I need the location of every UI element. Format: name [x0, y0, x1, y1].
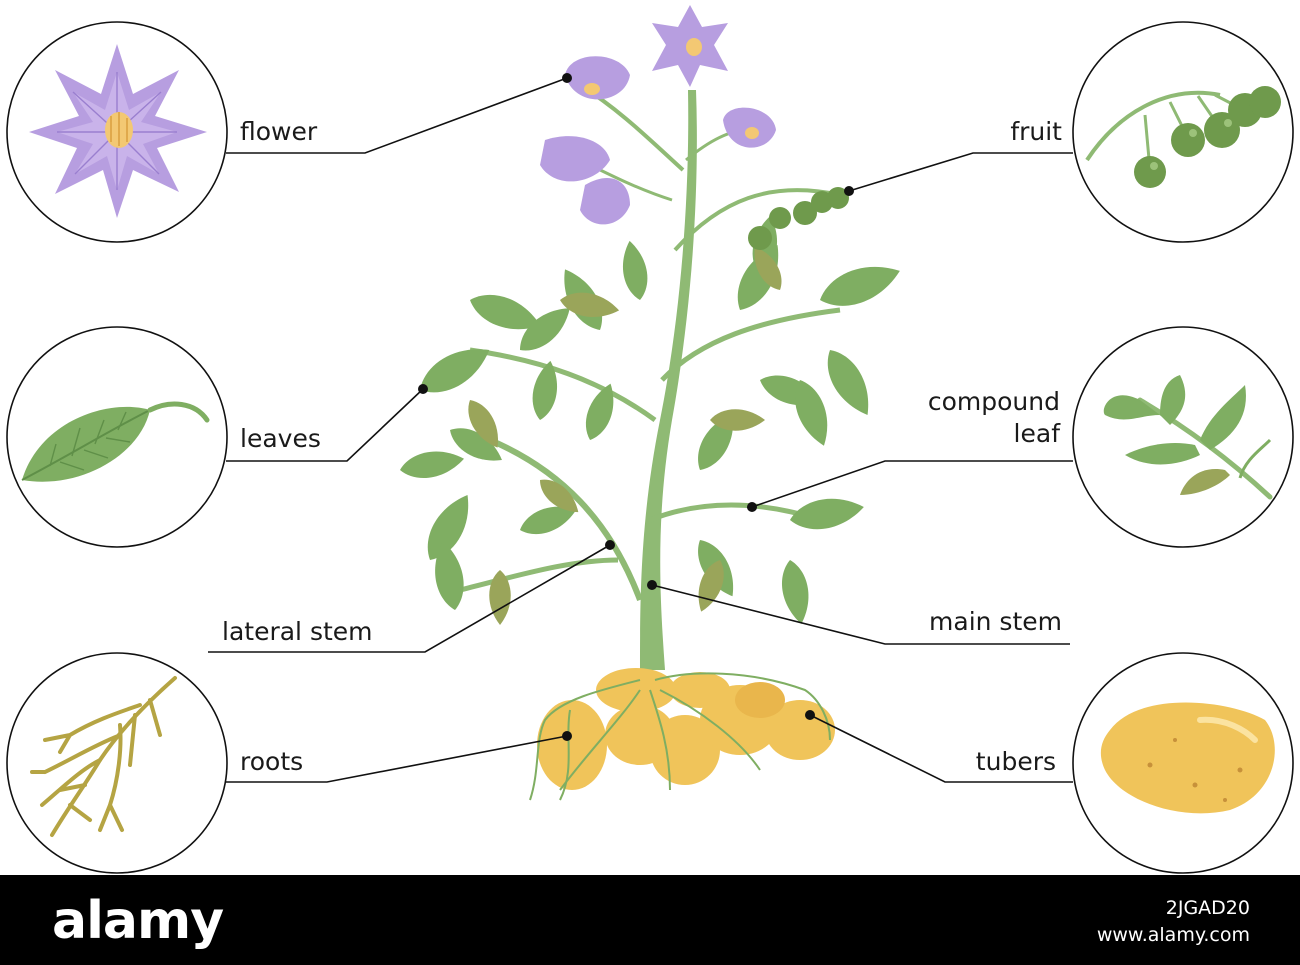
- leaf-inset-icon: [21, 401, 210, 482]
- label-lateral-stem: lateral stem: [222, 617, 373, 646]
- label-compound-leaf-line2: leaf: [1013, 419, 1060, 448]
- roots-inset-circle: [6, 652, 228, 874]
- compound-leaf-inset-circle: [1072, 326, 1294, 548]
- leader-lines: [208, 77, 1073, 783]
- tubers-leader: [809, 714, 1073, 783]
- fruit-leader: [848, 152, 1073, 192]
- compound-leaf-leader: [751, 460, 1073, 508]
- plant-flowers: [540, 5, 776, 225]
- image-meta: 2JGAD20 www.alamy.com: [1097, 895, 1250, 949]
- label-fruit: fruit: [1010, 117, 1062, 146]
- main-stem-leader: [651, 584, 1070, 645]
- flower-leader: [226, 77, 568, 154]
- leader-dots: [418, 73, 854, 741]
- roots-inset-icon: [30, 676, 177, 837]
- label-flower: flower: [240, 117, 318, 146]
- label-main-stem: main stem: [929, 607, 1062, 636]
- leaves-leader: [226, 388, 424, 462]
- watermark-footer: alamy 2JGAD20 www.alamy.com: [0, 875, 1300, 965]
- brand-logo: alamy: [52, 891, 224, 951]
- fruit-inset-icon: [1085, 86, 1281, 188]
- potato-plant: [397, 5, 906, 801]
- label-tubers: tubers: [975, 747, 1056, 776]
- image-id: 2JGAD20: [1165, 897, 1250, 919]
- label-compound-leaf-line1: compound: [927, 387, 1060, 416]
- compound-leaf-inset-icon: [1103, 375, 1273, 500]
- potato-plant-diagram: [6, 5, 1294, 874]
- label-leaves: leaves: [240, 424, 321, 453]
- main-stem-shape: [640, 90, 697, 670]
- flower-inset-icon: [29, 44, 207, 218]
- roots-leader: [226, 735, 568, 783]
- label-roots: roots: [240, 747, 304, 776]
- tuber-inset-icon: [1100, 702, 1275, 814]
- site-url: www.alamy.com: [1096, 924, 1250, 946]
- lateral-stem-leader: [208, 544, 611, 653]
- plant-tubers: [537, 668, 835, 790]
